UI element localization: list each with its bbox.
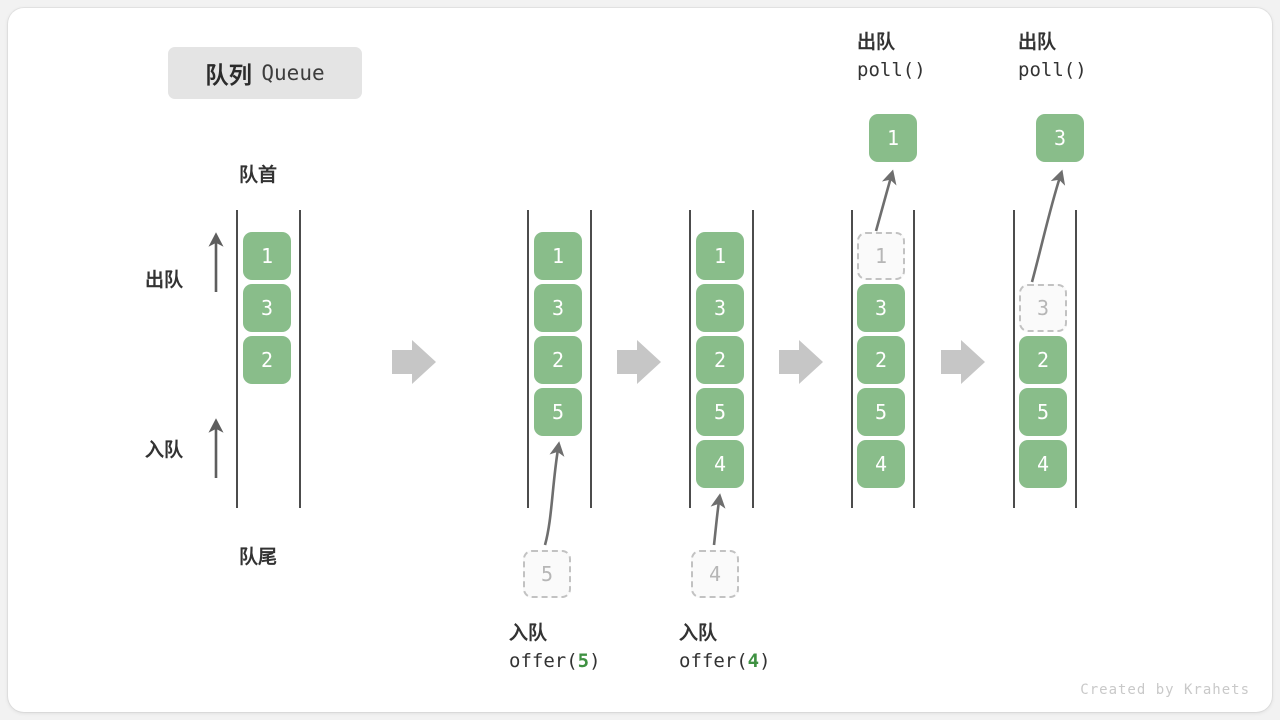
queue-cell: 2 — [696, 336, 744, 384]
outgoing-ghost-cell: 1 — [857, 232, 905, 280]
rail-right-step-4 — [913, 210, 915, 508]
step-caption-poll-1: 出队 poll() — [857, 30, 926, 84]
popped-cell: 3 — [1036, 114, 1084, 162]
enqueue-direction-label: 入队 — [145, 440, 184, 461]
step-caption-code: offer(5) — [509, 649, 601, 672]
queue-cell: 5 — [696, 388, 744, 436]
incoming-ghost-cell: 4 — [691, 550, 739, 598]
diagram-title-cn: 队列 — [205, 62, 253, 88]
queue-cell-new: 4 — [696, 440, 744, 488]
step-caption-offer-4: 入队 offer(4) — [679, 621, 771, 675]
step-caption-cn: 入队 — [679, 623, 718, 644]
queue-cell: 2 — [1019, 336, 1067, 384]
diagram-title-badge: 队列 Queue — [168, 47, 362, 99]
rail-left-step-5 — [1013, 210, 1015, 508]
diagram-title-en: Queue — [261, 61, 325, 85]
rail-left-step-1 — [236, 210, 238, 508]
step-caption-cn: 出队 — [857, 32, 896, 53]
rail-right-step-3 — [752, 210, 754, 508]
queue-head-label: 队首 — [239, 165, 278, 186]
queue-cell: 3 — [696, 284, 744, 332]
queue-cell: 2 — [534, 336, 582, 384]
queue-cell: 3 — [243, 284, 291, 332]
watermark: Created by Krahets — [1080, 682, 1250, 698]
queue-tail-label: 队尾 — [239, 547, 278, 568]
queue-cell: 5 — [857, 388, 905, 436]
queue-cell: 5 — [1019, 388, 1067, 436]
step-caption-code: offer(4) — [679, 649, 771, 672]
queue-cell-new: 5 — [534, 388, 582, 436]
rail-left-step-2 — [527, 210, 529, 508]
rail-left-step-3 — [689, 210, 691, 508]
step-caption-cn: 出队 — [1018, 32, 1057, 53]
step-caption-offer-5: 入队 offer(5) — [509, 621, 601, 675]
rail-left-step-4 — [851, 210, 853, 508]
step-caption-code: poll() — [1018, 58, 1087, 81]
diagram-card — [8, 8, 1272, 712]
queue-cell: 2 — [857, 336, 905, 384]
incoming-ghost-cell: 5 — [523, 550, 571, 598]
rail-right-step-5 — [1075, 210, 1077, 508]
queue-cell: 2 — [243, 336, 291, 384]
rail-right-step-2 — [590, 210, 592, 508]
queue-cell: 1 — [243, 232, 291, 280]
queue-cell: 4 — [857, 440, 905, 488]
queue-cell: 1 — [696, 232, 744, 280]
step-caption-code: poll() — [857, 58, 926, 81]
queue-cell: 4 — [1019, 440, 1067, 488]
step-caption-poll-3: 出队 poll() — [1018, 30, 1087, 84]
queue-cell: 3 — [857, 284, 905, 332]
queue-cell: 1 — [534, 232, 582, 280]
outgoing-ghost-cell: 3 — [1019, 284, 1067, 332]
popped-cell: 1 — [869, 114, 917, 162]
queue-cell: 3 — [534, 284, 582, 332]
step-caption-cn: 入队 — [509, 623, 548, 644]
rail-right-step-1 — [299, 210, 301, 508]
dequeue-direction-label: 出队 — [145, 270, 184, 291]
